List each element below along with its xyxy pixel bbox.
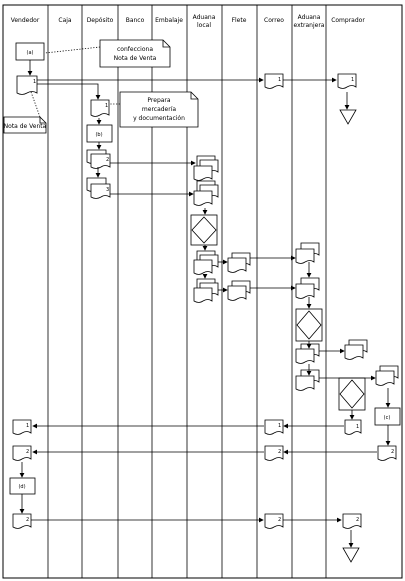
lane-header-caja: Caja <box>58 17 72 24</box>
document-deposito-1: 1 <box>90 99 110 117</box>
annotation-link-a <box>44 46 101 54</box>
document-aduana-local-1 <box>193 155 219 181</box>
document-comprador-top: 1 <box>337 73 357 89</box>
document-aduana-ext-2 <box>295 277 320 299</box>
archive-triangle-top <box>339 109 357 125</box>
document-aduana-local-3 <box>193 250 219 275</box>
document-comprador-5: 2 <box>342 513 362 529</box>
document-comprador-2 <box>375 365 399 386</box>
document-vendedor-4: 2 <box>12 513 32 529</box>
note-prepara-line1: Prepara <box>147 97 170 104</box>
document-mark: 1 <box>278 77 281 83</box>
note-nota-de-venta-text: Nota de Venta <box>4 123 47 130</box>
process-d: (d) <box>9 477 36 495</box>
document-mark: 2 <box>278 517 281 523</box>
lane-header-correo: Correo <box>264 17 284 24</box>
lane-dividers <box>47 5 327 578</box>
document-vendedor-1: 1 <box>16 75 38 95</box>
note-confecciona-line2: Nota de Venta <box>114 55 157 62</box>
decision-comprador <box>338 377 366 411</box>
lane-header-deposito: Depósito <box>87 17 114 24</box>
document-flete-1 <box>227 252 251 273</box>
process-d-label: (d) <box>18 484 25 490</box>
note-prepara-line2: mercadería <box>142 106 176 113</box>
document-correo-2: 1 <box>264 419 284 435</box>
document-mark: 2 <box>356 517 359 523</box>
document-vendedor-2: 1 <box>12 419 32 435</box>
note-prepara-line3: y documentación <box>133 115 185 122</box>
note-confecciona-line1: confecciona <box>117 46 153 53</box>
document-mark: 1 <box>351 77 354 83</box>
document-mark: 1 <box>105 103 108 109</box>
document-mark: 1 <box>33 79 36 85</box>
document-vendedor-3: 2 <box>12 445 32 461</box>
document-correo-1: 1 <box>264 73 284 89</box>
document-comprador-1 <box>344 339 368 360</box>
document-deposito-3: 3 <box>86 177 111 199</box>
document-aduana-ext-3 <box>295 343 320 364</box>
document-comprador-4: 2 <box>377 445 397 461</box>
lane-header-aduana-local-line2: local <box>197 22 211 29</box>
document-mark: 2 <box>278 449 281 455</box>
note-prepara: Prepara mercadería y documentación <box>119 91 199 128</box>
process-a-label: (a) <box>27 50 34 56</box>
lane-header-flete: Flete <box>232 17 247 24</box>
document-mark: 2 <box>106 157 109 163</box>
flow-connectors <box>19 60 391 548</box>
diagram-frame <box>2 4 403 579</box>
document-aduana-ext-1 <box>295 242 320 264</box>
lane-header-comprador: Comprador <box>331 17 365 24</box>
document-correo-3: 2 <box>264 445 284 461</box>
document-aduana-local-2 <box>193 180 219 206</box>
process-b-label: (b) <box>95 132 102 138</box>
decision-aduana-ext <box>295 308 323 342</box>
decision-aduana-local <box>190 214 218 246</box>
annotation-link-nota <box>30 91 41 118</box>
document-deposito-2: 2 <box>86 149 111 169</box>
process-b: (b) <box>86 124 113 143</box>
document-mark: 3 <box>106 187 109 193</box>
archive-triangle-bottom <box>342 547 360 563</box>
lane-header-vendedor: Vendedor <box>11 17 40 24</box>
document-flete-2 <box>227 280 251 301</box>
lane-header-aduana-ext-line2: extranjera <box>294 22 325 29</box>
lane-header-banco: Banco <box>126 17 145 24</box>
process-c: (c) <box>374 407 401 426</box>
lane-header-aduana-ext-line1: Aduana <box>298 14 321 21</box>
process-a: (a) <box>15 42 45 61</box>
document-aduana-ext-4 <box>295 369 320 391</box>
note-confecciona: confecciona Nota de Venta <box>99 39 171 68</box>
document-mark: 1 <box>26 423 29 429</box>
lane-headers: Vendedor Caja Depósito Banco Embalaje Ad… <box>11 14 366 29</box>
process-c-label: (c) <box>384 415 391 421</box>
note-nota-de-venta: Nota de Venta <box>3 116 47 134</box>
document-aduana-local-4 <box>193 278 219 303</box>
document-mark: 1 <box>356 424 359 430</box>
document-comprador-3: 1 <box>344 419 362 435</box>
document-correo-4: 2 <box>264 513 284 529</box>
document-mark: 2 <box>391 449 394 455</box>
document-mark: 2 <box>26 517 29 523</box>
lane-header-aduana-local-line1: Aduana <box>193 14 216 21</box>
document-mark: 2 <box>26 449 29 455</box>
document-mark: 1 <box>278 423 281 429</box>
lane-header-embalaje: Embalaje <box>155 17 183 24</box>
